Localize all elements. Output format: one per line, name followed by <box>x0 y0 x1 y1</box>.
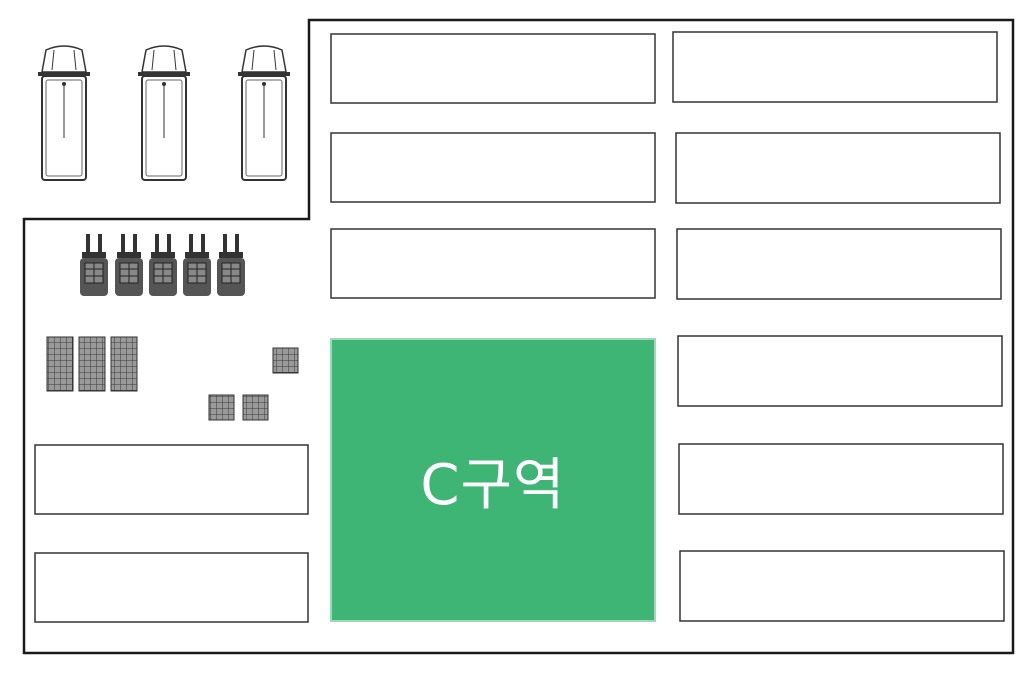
forklift-icon <box>80 234 108 296</box>
forklift-icon <box>149 234 177 296</box>
pallet-stack-icon <box>110 336 138 392</box>
pallet-stack-icon <box>242 394 269 421</box>
pallet-stack-icon <box>208 394 235 421</box>
storage-zone[interactable] <box>678 443 1004 515</box>
storage-zone[interactable] <box>672 31 998 103</box>
storage-zone[interactable] <box>330 33 656 104</box>
truck-icon <box>138 45 190 181</box>
pallet-stack-icon <box>272 347 299 374</box>
pallet-stack-icon <box>46 336 74 392</box>
forklift-icon <box>183 234 211 296</box>
forklift-icon <box>217 234 245 296</box>
storage-zone[interactable] <box>677 335 1003 407</box>
pallet-stack-icon <box>78 336 106 392</box>
storage-zone[interactable] <box>34 552 309 623</box>
storage-zone[interactable] <box>675 132 1001 204</box>
forklift-icon <box>115 234 143 296</box>
truck-icon <box>38 45 90 181</box>
storage-zone[interactable] <box>676 228 1002 300</box>
storage-zone[interactable] <box>330 228 656 299</box>
zone-c[interactable] <box>330 338 656 622</box>
storage-zone[interactable] <box>330 132 656 203</box>
storage-zone[interactable] <box>34 444 309 515</box>
truck-icon <box>238 45 290 181</box>
storage-zone[interactable] <box>679 550 1005 622</box>
